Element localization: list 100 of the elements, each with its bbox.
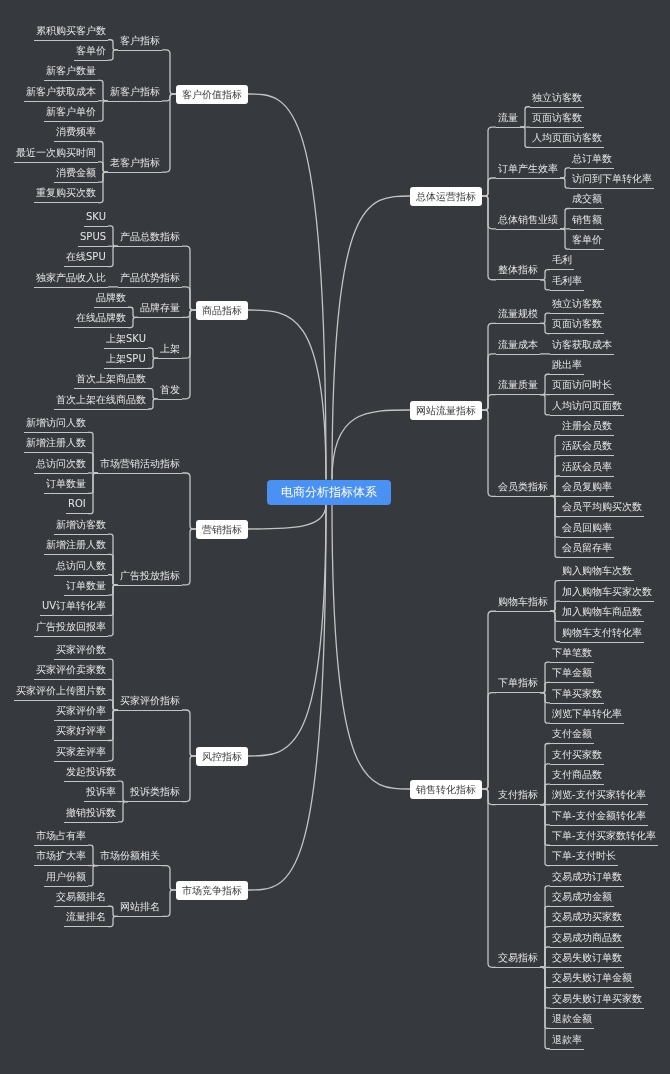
leaf-label: 累积购买客户数 — [34, 22, 108, 41]
subtopic-label: 网站排名 — [118, 899, 162, 918]
leaf-label: 独家产品收入比 — [34, 269, 108, 288]
subtopic-label: 产品总数指标 — [118, 228, 182, 247]
leaf-label: 买家评价上传图片数 — [14, 682, 108, 701]
leaf-label: 买家好评率 — [54, 723, 108, 742]
subtopic-label: 投诉类指标 — [128, 784, 182, 803]
leaf-label: 总访问人数 — [54, 557, 108, 576]
branch-line — [539, 692, 551, 724]
branch-line — [127, 316, 139, 329]
leaf-label: 市场扩大率 — [34, 848, 88, 867]
subtopic-label: 广告投放指标 — [118, 567, 182, 586]
leaf-label: 交易失败订单买家数 — [550, 990, 644, 1009]
branch-line — [549, 610, 561, 643]
subtopic-label: 订单产生效率 — [496, 160, 560, 179]
leaf-label: 总订单数 — [570, 150, 614, 169]
branch-line — [87, 864, 99, 887]
subtopic-label: 支付指标 — [496, 787, 540, 806]
leaf-label: 交易成功商品数 — [550, 929, 624, 948]
branch-line — [161, 93, 177, 173]
leaf-label: 浏览-支付买家转化率 — [550, 787, 648, 806]
subtopic-label: 流量 — [496, 109, 520, 128]
leaf-label: 消费金额 — [54, 164, 98, 183]
branch-line — [539, 393, 551, 416]
leaf-label: 页面访问时长 — [550, 377, 614, 396]
branch-line — [519, 126, 531, 149]
leaf-label: 退款金额 — [550, 1011, 594, 1030]
leaf-label: 会员平均购买次数 — [560, 499, 644, 518]
subtopic-label: 总体销售业绩 — [496, 211, 560, 230]
leaf-label: 独立访客数 — [550, 295, 604, 314]
leaf-label: 下单-支付金额转化率 — [550, 807, 648, 826]
leaf-label: 下单买家数 — [550, 685, 604, 704]
leaf-label: 流量排名 — [64, 909, 108, 928]
subtopic-label: 老客户指标 — [108, 154, 162, 173]
leaf-label: 活跃会员数 — [560, 438, 614, 457]
leaf-label: 成交额 — [570, 191, 604, 210]
branch-line — [147, 357, 159, 369]
leaf-label: 支付商品数 — [550, 766, 604, 785]
leaf-label: 交易成功订单数 — [550, 868, 624, 887]
subtopic-label: 客户指标 — [118, 32, 162, 51]
leaf-label: 首次上架在线商品数 — [54, 391, 148, 410]
leaf-label: 新增注册人数 — [44, 537, 108, 556]
branch-line — [107, 286, 119, 288]
leaf-label: 在线SPU — [64, 249, 108, 268]
subtopic-label: 流量规模 — [496, 306, 540, 325]
leaf-label: 交易成功金额 — [550, 889, 614, 908]
subtopic-label: 首发 — [158, 381, 182, 400]
leaf-label: ROI — [66, 496, 88, 515]
leaf-label: 品牌数 — [94, 290, 128, 308]
subtopic-label: 流量质量 — [496, 377, 540, 396]
branch-line — [539, 966, 551, 1050]
subtopic-label: 新客户指标 — [108, 83, 162, 102]
branch-line — [97, 100, 109, 122]
central-topic-box: 电商分析指标体系 — [267, 479, 391, 505]
leaf-label: 重复购买次数 — [34, 185, 98, 204]
leaf-label: 购入购物车次数 — [560, 563, 634, 582]
branch-line — [181, 755, 197, 803]
subtopic-label: 产品优势指标 — [118, 269, 182, 288]
branch-line — [539, 322, 551, 335]
subtopic-label: 购物车指标 — [496, 593, 550, 612]
leaf-label: 下单-支付买家数转化率 — [550, 828, 658, 846]
leaf-label: 撤销投诉数 — [64, 804, 118, 823]
branch-line — [107, 245, 119, 268]
branch-line — [331, 409, 411, 481]
subtopic-label: 买家评价指标 — [118, 692, 182, 711]
leaf-label: 新增注册人数 — [24, 435, 88, 454]
leaf-label: 消费频率 — [54, 124, 98, 143]
leaf-label: 发起投诉数 — [64, 763, 118, 782]
leaf-label: 购物车支付转化率 — [560, 624, 644, 643]
leaf-label: 销售额 — [570, 211, 604, 230]
leaf-label: 人均访问页面数 — [550, 397, 624, 416]
leaf-label: 下单-支付时长 — [550, 848, 618, 867]
leaf-label: 新增访客数 — [54, 516, 108, 535]
leaf-label: 在线品牌数 — [74, 310, 128, 329]
leaf-label: 跳出率 — [550, 357, 584, 375]
leaf-label: 用户份额 — [44, 868, 88, 887]
leaf-label: 订单数量 — [64, 577, 108, 596]
subtopic-label: 流量成本 — [496, 336, 540, 355]
leaf-label: 投诉率 — [84, 784, 118, 803]
leaf-label: 下单金额 — [550, 665, 594, 684]
leaf-label: 退款率 — [550, 1031, 584, 1050]
branch-line — [107, 584, 119, 637]
leaf-label: 毛利率 — [550, 272, 584, 291]
leaf-label: 新增访问人数 — [24, 415, 88, 434]
leaf-label: 注册会员数 — [560, 418, 614, 437]
subtopic-label: 市场营销活动指标 — [98, 455, 182, 474]
subtopic-label: 下单指标 — [496, 675, 540, 694]
leaf-label: 会员回购率 — [560, 519, 614, 538]
leaf-label: 上架SKU — [104, 330, 148, 349]
subtopic-label: 整体指标 — [496, 262, 540, 281]
leaf-label: 会员复购率 — [560, 479, 614, 498]
leaf-label: 买家评价卖家数 — [34, 662, 108, 681]
subtopic-label: 交易指标 — [496, 950, 540, 969]
leaf-label: 支付金额 — [550, 726, 594, 745]
branch-line — [539, 353, 551, 355]
leaf-label: 人均页面访客数 — [530, 130, 604, 149]
branch-line — [539, 279, 551, 291]
branch-line — [559, 177, 571, 189]
leaf-label: 最近一次购买时间 — [14, 144, 98, 163]
leaf-label: 独立访客数 — [530, 89, 584, 108]
